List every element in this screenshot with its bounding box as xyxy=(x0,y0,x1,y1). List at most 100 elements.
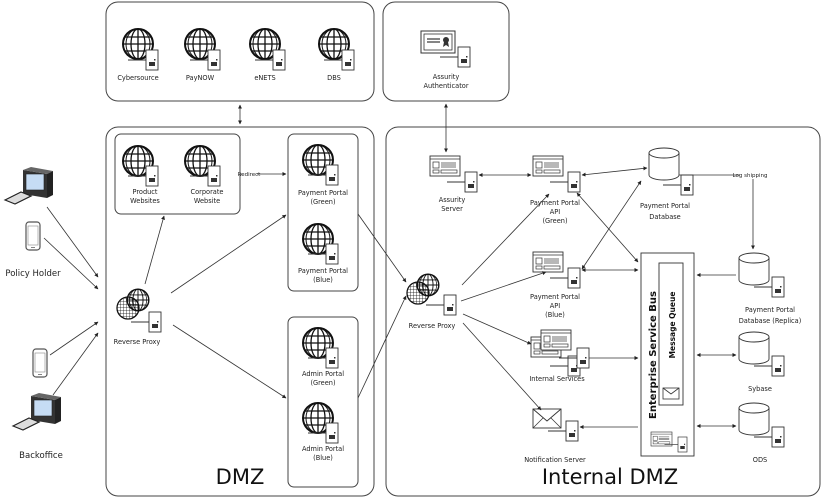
node-label: Sybase xyxy=(748,385,772,393)
node-label: Payment Portal xyxy=(298,189,348,197)
web-application-icon xyxy=(650,431,673,447)
node-label: DBS xyxy=(327,74,341,82)
dmz-zone xyxy=(105,126,375,497)
node-label: (Blue) xyxy=(545,311,565,319)
node-label: Payment Portal xyxy=(745,306,795,314)
node-label: Database xyxy=(649,213,680,221)
label-policy-holder: Policy Holder xyxy=(5,269,61,279)
node-ods[interactable]: ODS xyxy=(738,402,785,464)
web-application-icon xyxy=(540,329,572,351)
node-label: Payment Portal xyxy=(530,293,580,301)
node-label: (Blue) xyxy=(313,276,333,284)
node-label: Assurity xyxy=(433,73,460,81)
node-label: Website xyxy=(194,197,220,205)
zone-label-internal-dmz: Internal DMZ xyxy=(542,465,678,489)
admin-portal-group xyxy=(287,316,359,488)
authenticator-group xyxy=(382,1,510,102)
dual-globe-icon xyxy=(117,289,149,319)
node-label: (Green) xyxy=(542,217,567,225)
node-dmz-reverse-proxy[interactable]: Reverse Proxy xyxy=(114,289,162,346)
certificate-icon xyxy=(420,30,456,54)
label-backoffice: Backoffice xyxy=(19,451,63,461)
node-payment-portal-green[interactable]: Payment Portal (Green) xyxy=(298,144,348,206)
client-desktop-backoffice[interactable] xyxy=(12,392,62,431)
node-payment-portal-database[interactable]: Payment Portal Database xyxy=(640,147,694,221)
node-label: PayNOW xyxy=(186,74,215,82)
client-mobile-policy-holder[interactable] xyxy=(25,221,41,251)
node-label: Websites xyxy=(130,197,160,205)
node-payment-portal-database-replica[interactable]: Payment Portal Database (Replica) xyxy=(738,252,802,325)
database-icon xyxy=(738,402,770,436)
enterprise-service-bus[interactable]: Enterprise Service Bus Message Queue xyxy=(640,252,695,457)
log-shipping-label: Log shipping xyxy=(733,173,768,179)
envelope-icon xyxy=(662,387,680,400)
node-payment-portal-api-blue[interactable]: Payment Portal API (Blue) xyxy=(530,251,581,319)
node-paynow[interactable]: PayNOW xyxy=(184,28,221,82)
database-icon xyxy=(738,252,770,286)
message-queue-label: Message Queue xyxy=(668,292,677,359)
node-label: (Blue) xyxy=(313,454,333,462)
node-label: eNETS xyxy=(254,74,275,82)
database-icon xyxy=(738,331,770,365)
connectors xyxy=(43,103,755,429)
server-icon xyxy=(549,355,581,377)
node-label: Authenticator xyxy=(423,82,468,90)
client-mobile-backoffice[interactable] xyxy=(32,348,48,378)
node-label: Database (Replica) xyxy=(739,317,802,325)
node-dbs[interactable]: DBS xyxy=(318,28,355,82)
payment-portal-group xyxy=(287,133,359,292)
node-payment-portal-api-green[interactable]: Payment Portal API (Green) xyxy=(530,155,581,225)
node-label: Server xyxy=(441,205,463,213)
mobile-phone-icon xyxy=(25,221,41,251)
web-application-icon xyxy=(532,251,564,273)
node-label: Reverse Proxy xyxy=(409,322,456,330)
node-label: Notification Server xyxy=(524,456,586,464)
node-assurity-authenticator[interactable]: Assurity Authenticator xyxy=(420,30,471,90)
node-label: Admin Portal xyxy=(302,370,344,378)
node-label: Payment Portal xyxy=(530,199,580,207)
node-label: Payment Portal xyxy=(298,267,348,275)
node-label: Corporate xyxy=(191,188,224,196)
web-application-icon xyxy=(429,155,461,177)
message-queue[interactable] xyxy=(658,262,684,406)
external-services-group xyxy=(105,1,375,102)
node-admin-portal-green[interactable]: Admin Portal (Green) xyxy=(302,327,344,387)
node-label: API xyxy=(550,208,560,216)
dual-globe-icon xyxy=(407,274,439,304)
node-label: (Green) xyxy=(310,379,335,387)
database-icon xyxy=(648,147,680,181)
desktop-computer-icon xyxy=(12,392,62,431)
node-notification-server[interactable]: Notification Server xyxy=(524,408,586,464)
node-label: Cybersource xyxy=(117,74,158,82)
desktop-computer-icon xyxy=(4,166,54,205)
node-assurity-server[interactable]: Assurity Server xyxy=(429,155,478,213)
web-application-icon xyxy=(532,155,564,177)
internal-dmz-zone xyxy=(385,126,821,497)
mobile-phone-icon xyxy=(32,348,48,378)
node-label: Admin Portal xyxy=(302,445,344,453)
esb-label: Enterprise Service Bus xyxy=(648,291,659,419)
node-label: Payment Portal xyxy=(640,202,690,210)
zone-label-dmz: DMZ xyxy=(216,465,265,489)
node-cybersource[interactable]: Cybersource xyxy=(117,28,159,82)
node-sybase[interactable]: Sybase xyxy=(738,331,785,393)
node-label: (Green) xyxy=(310,198,335,206)
node-payment-portal-blue[interactable]: Payment Portal (Blue) xyxy=(298,223,348,284)
server-icon xyxy=(425,294,457,316)
node-label: Reverse Proxy xyxy=(114,338,161,346)
node-label: API xyxy=(550,302,560,310)
node-label: Assurity xyxy=(439,196,466,204)
node-label: Internal Services xyxy=(529,375,585,383)
node-enets[interactable]: eNETS xyxy=(249,28,286,82)
envelope-icon xyxy=(532,408,562,429)
node-label: ODS xyxy=(753,456,767,464)
node-corporate-website[interactable]: Corporate Website xyxy=(184,145,224,205)
client-desktop-policy-holder[interactable] xyxy=(4,166,54,205)
node-product-websites[interactable]: Product Websites xyxy=(122,145,160,205)
node-internal-reverse-proxy[interactable]: Reverse Proxy xyxy=(407,274,457,330)
node-internal-services[interactable]: Internal Services xyxy=(529,329,590,383)
node-label: Product xyxy=(132,188,157,196)
redirect-label: Redirect xyxy=(238,172,262,178)
node-admin-portal-blue[interactable]: Admin Portal (Blue) xyxy=(302,402,344,462)
